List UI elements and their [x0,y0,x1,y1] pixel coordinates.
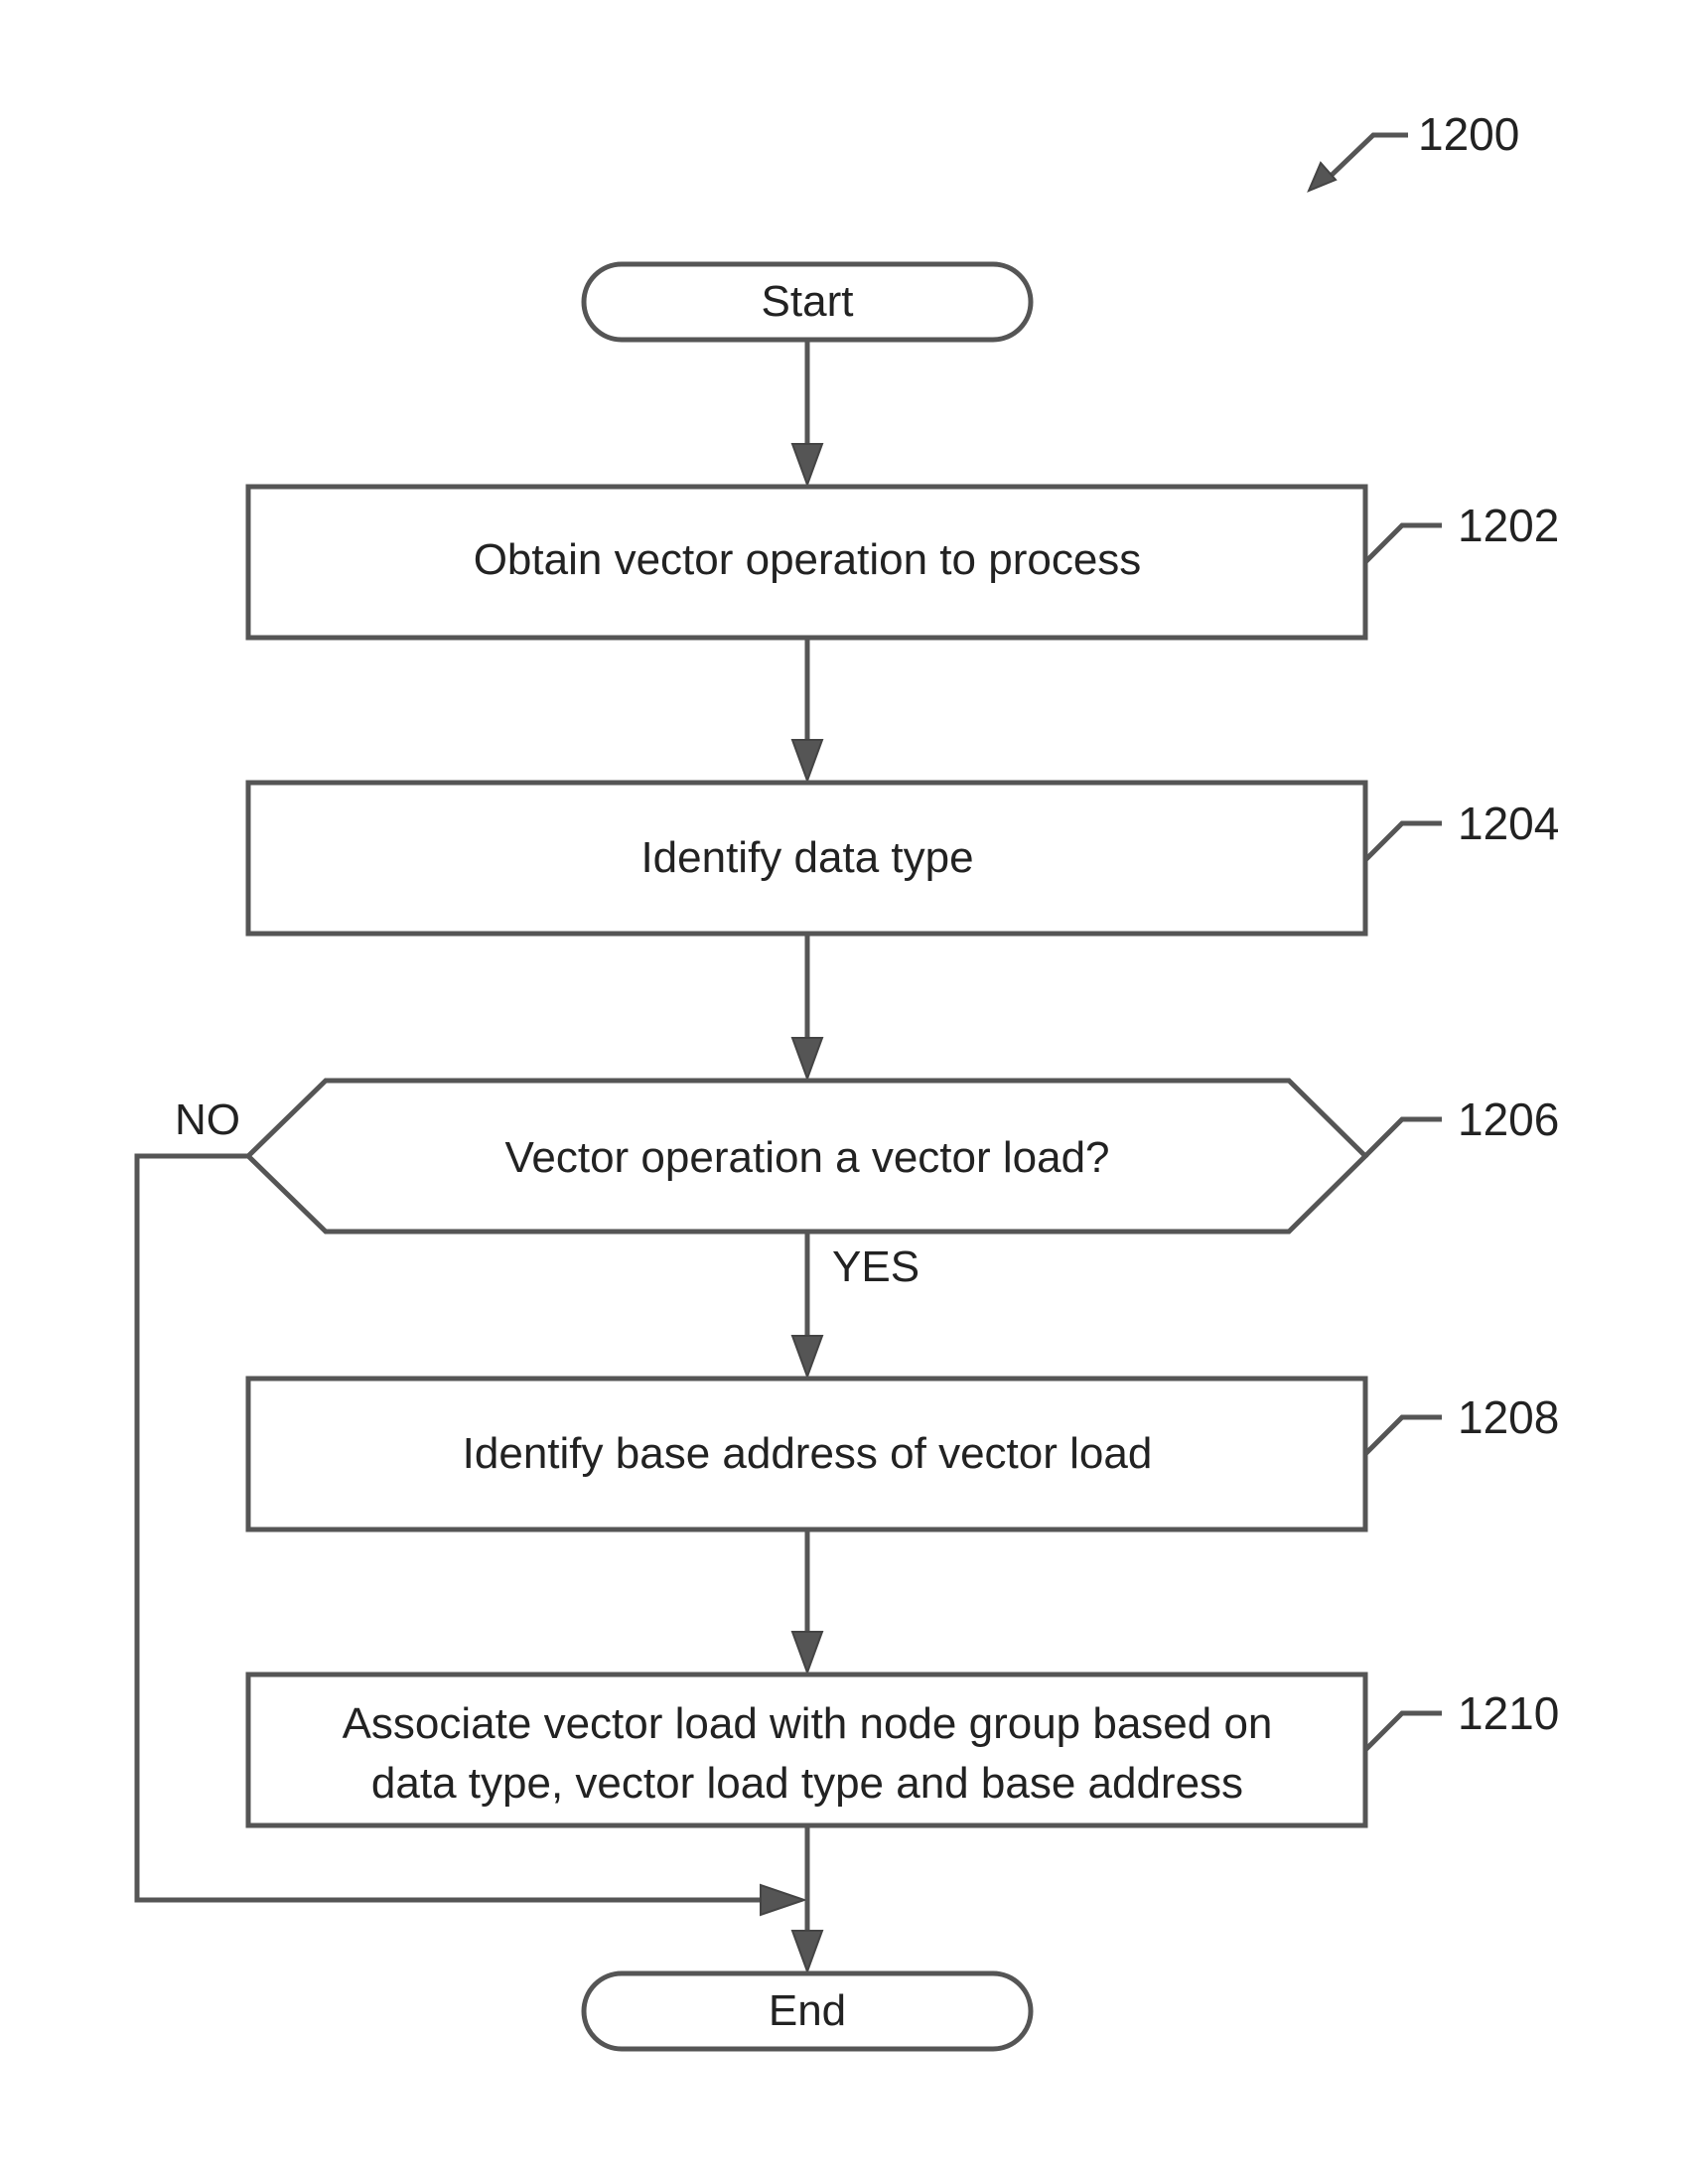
arrow-start-to-1202 [792,340,822,485]
arrowhead [792,740,822,781]
step-1202-label: Obtain vector operation to process [474,535,1142,584]
step-1208-leader [1365,1417,1442,1454]
figure-reference: 1200 [1309,108,1519,191]
arrow-1204-to-1206 [792,934,822,1079]
step-1204: Identify data type 1204 [248,783,1559,934]
arrow-1206-to-1208 [792,1232,822,1377]
start-label: Start [762,277,854,326]
step-1208-label: Identify base address of vector load [463,1429,1153,1478]
step-1208-ref: 1208 [1458,1391,1559,1443]
arrow-1202-to-1204 [792,638,822,781]
step-1210-leader [1365,1713,1442,1750]
figure-ref-leader [1326,135,1408,181]
step-1202-ref: 1202 [1458,500,1559,551]
arrowhead [792,1336,822,1377]
figure-ref-arrowhead [1309,163,1336,191]
no-branch-arrowhead [761,1885,804,1915]
step-1202: Obtain vector operation to process 1202 [248,487,1559,638]
step-1210-ref: 1210 [1458,1687,1559,1739]
decision-1206: Vector operation a vector load? 1206 [248,1081,1559,1232]
arrow-1208-to-1210 [792,1529,822,1673]
arrowhead [792,1931,822,1971]
arrowhead [792,444,822,485]
step-1202-leader [1365,525,1442,562]
step-1204-label: Identify data type [640,833,973,882]
step-1204-leader [1365,823,1442,860]
decision-1206-ref: 1206 [1458,1093,1559,1145]
start-terminator: Start [584,264,1031,340]
decision-1206-label: Vector operation a vector load? [504,1133,1109,1182]
step-1210-label-line1: Associate vector load with node group ba… [343,1699,1273,1748]
step-1208: Identify base address of vector load 120… [248,1379,1559,1529]
yes-branch-label: YES [832,1242,920,1291]
end-label: End [769,1986,846,2035]
decision-1206-leader [1365,1119,1442,1156]
step-1210: Associate vector load with node group ba… [248,1674,1559,1825]
end-terminator: End [584,1973,1031,2049]
no-branch-label: NO [175,1095,240,1144]
step-1210-label-line2: data type, vector load type and base add… [371,1759,1243,1808]
arrowhead [792,1632,822,1673]
figure-ref-number: 1200 [1418,108,1519,160]
arrowhead [792,1038,822,1079]
step-1204-ref: 1204 [1458,798,1559,849]
